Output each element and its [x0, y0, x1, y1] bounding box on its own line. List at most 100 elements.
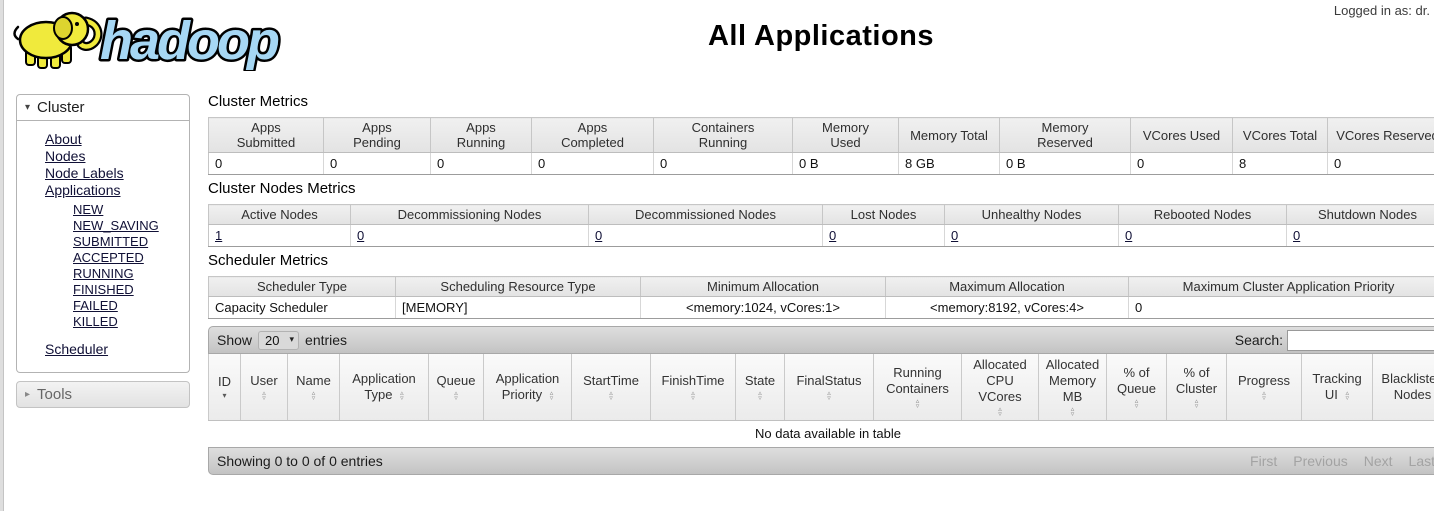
first-page-button[interactable]: First — [1250, 453, 1278, 469]
containers-running-value: 0 — [653, 152, 793, 175]
memory-reserved-value: 0 B — [999, 152, 1131, 175]
col-header-pct-of-queue[interactable]: % of Queue ▵▿ — [1106, 354, 1167, 421]
shutdown-nodes-link[interactable]: 0 — [1293, 228, 1301, 243]
scheduler-metrics-table: Scheduler Type Scheduling Resource Type … — [208, 276, 1434, 319]
scheduler-type-value: Capacity Scheduler — [208, 296, 396, 319]
cluster-nodes-metrics-table: Active Nodes Decommissioning Nodes Decom… — [208, 204, 1434, 247]
col-apps-completed: Apps Completed — [531, 117, 654, 153]
sort-icon: ▵▿ — [1262, 390, 1266, 402]
apps-running-value: 0 — [430, 152, 532, 175]
hadoop-logo: hadoop — [8, 3, 328, 76]
apps-submitted-value: 0 — [208, 152, 324, 175]
sidebar-item-state-new[interactable]: NEW — [73, 202, 104, 217]
sort-icon: ▵▿ — [549, 389, 554, 402]
col-header-finishtime[interactable]: FinishTime ▵▿ — [650, 354, 736, 421]
cluster-nodes-metrics-row: 1 0 0 0 0 0 0 — [208, 224, 1434, 247]
sort-icon: ▵▿ — [609, 390, 613, 402]
col-decommissioned-nodes: Decommissioned Nodes — [588, 204, 823, 225]
active-nodes-link[interactable]: 1 — [215, 228, 223, 243]
col-decommissioning-nodes: Decommissioning Nodes — [350, 204, 589, 225]
col-scheduler-type: Scheduler Type — [208, 276, 396, 297]
col-scheduling-resource-type: Scheduling Resource Type — [395, 276, 641, 297]
sidebar-nav: ▾ Cluster About Nodes Node Labels Applic… — [16, 94, 190, 408]
cluster-metrics-row: 0 0 0 0 0 0 B 8 GB 0 B 0 8 0 — [208, 152, 1434, 175]
col-header-starttime[interactable]: StartTime ▵▿ — [571, 354, 651, 421]
previous-page-button[interactable]: Previous — [1293, 453, 1348, 469]
sidebar-item-state-new-saving[interactable]: NEW_SAVING — [73, 218, 159, 233]
page-size-select[interactable]: 20 — [258, 330, 300, 350]
application-states-list: NEW NEW_SAVING SUBMITTED ACCEPTED RUNNIN… — [17, 202, 189, 329]
sidebar-item-state-running[interactable]: RUNNING — [73, 266, 134, 281]
table-empty-message: No data available in table — [208, 421, 1434, 447]
applications-table-header-row: ID ▾ User ▵▿ Name ▵▿ Application Type ▵▿… — [208, 354, 1434, 421]
page-title: All Applications — [707, 20, 935, 52]
col-apps-submitted: Apps Submitted — [208, 117, 324, 153]
col-header-progress[interactable]: Progress ▵▿ — [1226, 354, 1302, 421]
col-memory-used: Memory Used — [792, 117, 899, 153]
col-unhealthy-nodes: Unhealthy Nodes — [944, 204, 1119, 225]
sidebar-item-state-accepted[interactable]: ACCEPTED — [73, 250, 144, 265]
memory-used-value: 0 B — [792, 152, 899, 175]
scheduler-metrics-heading: Scheduler Metrics — [208, 252, 329, 269]
rebooted-nodes-link[interactable]: 0 — [1125, 228, 1133, 243]
next-page-button[interactable]: Next — [1363, 453, 1393, 469]
col-header-pct-of-cluster[interactable]: % of Cluster ▵▿ — [1166, 354, 1227, 421]
col-header-id[interactable]: ID ▾ — [208, 354, 241, 421]
col-header-finalstatus[interactable]: FinalStatus ▵▿ — [784, 354, 874, 421]
vcores-reserved-value: 0 — [1327, 152, 1434, 175]
apps-completed-value: 0 — [531, 152, 654, 175]
sort-icon: ▵▿ — [1134, 398, 1139, 410]
logged-in-as: Logged in as: dr. — [1333, 3, 1430, 18]
sidebar-item-state-finished[interactable]: FINISHED — [73, 282, 134, 297]
col-header-application-priority[interactable]: Application Priority ▵▿ — [483, 354, 572, 421]
sidebar-section-tools[interactable]: ▸ Tools — [16, 381, 190, 408]
search-input[interactable] — [1287, 329, 1434, 351]
col-header-tracking-ui[interactable]: Tracking UI ▵▿ — [1301, 354, 1373, 421]
pagination-controls: First Previous Next Last — [1242, 451, 1434, 471]
hadoop-logo-text: hadoop — [100, 11, 279, 71]
sidebar-item-state-killed[interactable]: KILLED — [73, 314, 118, 329]
col-header-user[interactable]: User ▵▿ — [240, 354, 288, 421]
col-minimum-allocation: Minimum Allocation — [640, 276, 886, 297]
sort-icon: ▵▿ — [691, 390, 695, 402]
sidebar-item-about[interactable]: About — [45, 131, 82, 147]
showing-entries-info: Showing 0 to 0 of 0 entries — [217, 453, 383, 469]
triangle-right-icon: ▸ — [25, 389, 31, 400]
col-header-state[interactable]: State ▵▿ — [735, 354, 785, 421]
sort-icon: ▵▿ — [1345, 389, 1350, 402]
sidebar-item-node-labels[interactable]: Node Labels — [45, 165, 124, 181]
col-header-queue[interactable]: Queue ▵▿ — [428, 354, 484, 421]
sort-icon: ▵▿ — [311, 390, 316, 402]
sort-icon: ▵▿ — [758, 390, 762, 402]
col-header-name[interactable]: Name ▵▿ — [287, 354, 340, 421]
max-cluster-app-priority-value: 0 — [1128, 296, 1434, 319]
datatable-footer: Showing 0 to 0 of 0 entries First Previo… — [208, 447, 1434, 475]
sidebar-item-state-failed[interactable]: FAILED — [73, 298, 118, 313]
col-header-application-type[interactable]: Application Type ▵▿ — [339, 354, 429, 421]
col-rebooted-nodes: Rebooted Nodes — [1118, 204, 1287, 225]
col-header-allocated-cpu-vcores[interactable]: Allocated CPU VCores ▵▿ — [961, 354, 1039, 421]
decommissioned-nodes-link[interactable]: 0 — [595, 228, 603, 243]
sidebar-item-nodes[interactable]: Nodes — [45, 148, 86, 164]
unhealthy-nodes-link[interactable]: 0 — [951, 228, 959, 243]
sidebar-item-scheduler[interactable]: Scheduler — [45, 341, 109, 357]
decommissioning-nodes-link[interactable]: 0 — [357, 228, 365, 243]
sidebar-section-cluster[interactable]: ▾ Cluster — [16, 94, 190, 121]
lost-nodes-link[interactable]: 0 — [829, 228, 837, 243]
main-content: Cluster Metrics Apps Submitted Apps Pend… — [208, 74, 1434, 475]
scheduler-metrics-row: Capacity Scheduler [MEMORY] <memory:1024… — [208, 296, 1434, 319]
col-header-running-containers[interactable]: Running Containers ▵▿ — [873, 354, 962, 421]
page-left-edge — [0, 0, 4, 511]
sidebar-item-state-submitted[interactable]: SUBMITTED — [73, 234, 149, 249]
datatable-toolbar: Show 20 ▾ entries Search: — [208, 326, 1434, 354]
sidebar-item-applications[interactable]: Applications — [45, 182, 121, 198]
cluster-metrics-heading: Cluster Metrics — [208, 93, 309, 110]
col-header-allocated-memory-mb[interactable]: Allocated Memory MB ▵▿ — [1038, 354, 1107, 421]
page-size-select-wrap: 20 ▾ — [258, 330, 300, 350]
sort-icon: ▵▿ — [454, 390, 458, 402]
cluster-metrics-table: Apps Submitted Apps Pending Apps Running… — [208, 117, 1434, 175]
entries-label: entries — [305, 332, 348, 348]
sort-icon: ▵▿ — [262, 390, 266, 402]
last-page-button[interactable]: Last — [1408, 453, 1434, 469]
triangle-down-icon: ▾ — [25, 102, 31, 113]
